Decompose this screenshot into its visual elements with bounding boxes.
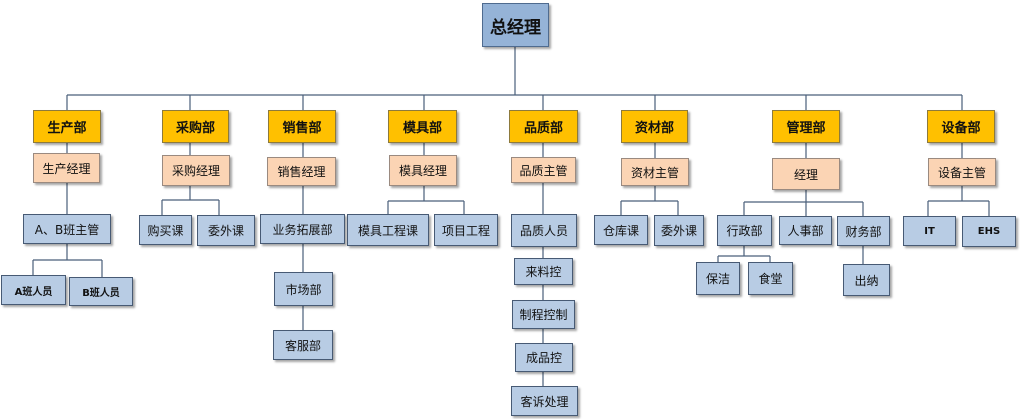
b-shift-staff: B班人员 <box>69 277 133 306</box>
sales-manager: 销售经理 <box>267 157 336 186</box>
quality-staff: 品质人员 <box>511 214 577 247</box>
market-dept: 市场部 <box>274 272 333 306</box>
process-control: 制程控制 <box>512 300 575 329</box>
canteen-unit: 食堂 <box>748 262 793 295</box>
admin-dept: 行政部 <box>717 215 772 246</box>
ehs-unit: EHS <box>962 216 1016 247</box>
purchasing-manager: 采购经理 <box>162 155 230 186</box>
dept-sales: 销售部 <box>268 110 336 143</box>
warehouse-section: 仓库课 <box>594 215 648 245</box>
dept-quality: 品质部 <box>509 110 578 143</box>
project-engineering: 项目工程 <box>434 214 498 246</box>
customer-complaint-handling: 客诉处理 <box>511 386 578 416</box>
hr-dept: 人事部 <box>779 216 832 245</box>
finished-product-control: 成品控 <box>515 343 573 372</box>
production-manager: 生产经理 <box>33 153 100 183</box>
general-manager-box: 总经理 <box>482 3 549 47</box>
mold-manager: 模具经理 <box>389 155 457 186</box>
buying-section: 购买课 <box>139 215 192 245</box>
materials-supervisor: 资材主管 <box>621 158 689 186</box>
dept-production: 生产部 <box>33 110 101 143</box>
equipment-supervisor: 设备主管 <box>928 158 996 186</box>
management-manager: 经理 <box>772 158 840 190</box>
a-shift-staff: A班人员 <box>1 275 66 305</box>
incoming-control: 来料控 <box>514 258 573 285</box>
dept-management: 管理部 <box>772 110 840 143</box>
dept-mold: 模具部 <box>388 110 457 143</box>
dept-purchasing: 采购部 <box>162 110 229 143</box>
it-unit: IT <box>903 216 956 246</box>
quality-supervisor: 品质主管 <box>511 157 576 183</box>
customer-service-dept: 客服部 <box>273 330 333 360</box>
dept-materials: 资材部 <box>621 110 688 143</box>
outsourcing-materials-section: 委外课 <box>654 215 704 246</box>
outsourcing-purchase-section: 委外课 <box>197 215 255 246</box>
cleaning-unit: 保洁 <box>696 262 740 295</box>
ab-shift-supervisor: A、B班主管 <box>23 214 111 244</box>
dept-equipment: 设备部 <box>927 110 995 143</box>
finance-dept: 财务部 <box>837 216 890 246</box>
mold-engineering-section: 模具工程课 <box>347 214 429 246</box>
business-development-dept: 业务拓展部 <box>260 214 345 244</box>
cashier-unit: 出纳 <box>843 264 890 296</box>
